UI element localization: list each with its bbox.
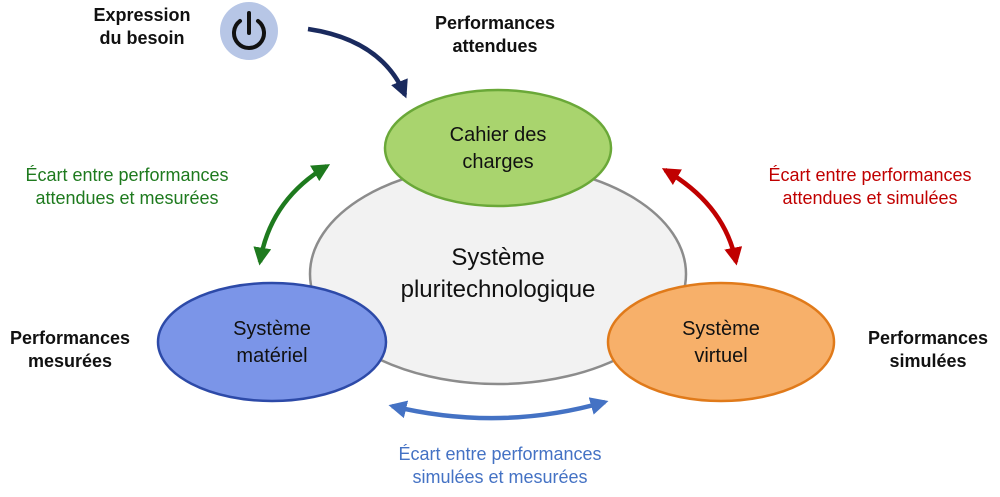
power-icon <box>220 2 278 60</box>
cdc-label: Cahier des charges <box>449 124 547 173</box>
gap-arrow-simulees-mesurees <box>388 397 609 421</box>
gap-arrow-attendues-simulees <box>661 168 743 266</box>
gap-arrow-attendues-mesurees <box>253 164 331 266</box>
gap-simulees-mesurees-label: Écart entre performances simulées et mes… <box>398 444 602 488</box>
perf-attendues-label: Performances attendues <box>434 13 556 57</box>
materiel-label: Système matériel <box>233 318 311 367</box>
materiel-ellipse <box>156 281 388 403</box>
gap-attendues-simulees-label: Écart entre performances attendues et si… <box>768 165 972 209</box>
virtuel-label: Système virtuel <box>682 318 760 367</box>
perf-simulees-label: Performances simulées <box>867 328 989 372</box>
center-label: Système pluritechnologique <box>400 244 596 304</box>
cdc-ellipse <box>383 88 613 208</box>
need-arrow <box>307 26 408 99</box>
expression-label: Expression du besoin <box>93 5 191 49</box>
perf-mesurees-label: Performances mesurées <box>9 328 131 372</box>
virtuel-ellipse <box>606 281 836 403</box>
gap-attendues-mesurees-label: Écart entre performances attendues et me… <box>25 165 229 209</box>
